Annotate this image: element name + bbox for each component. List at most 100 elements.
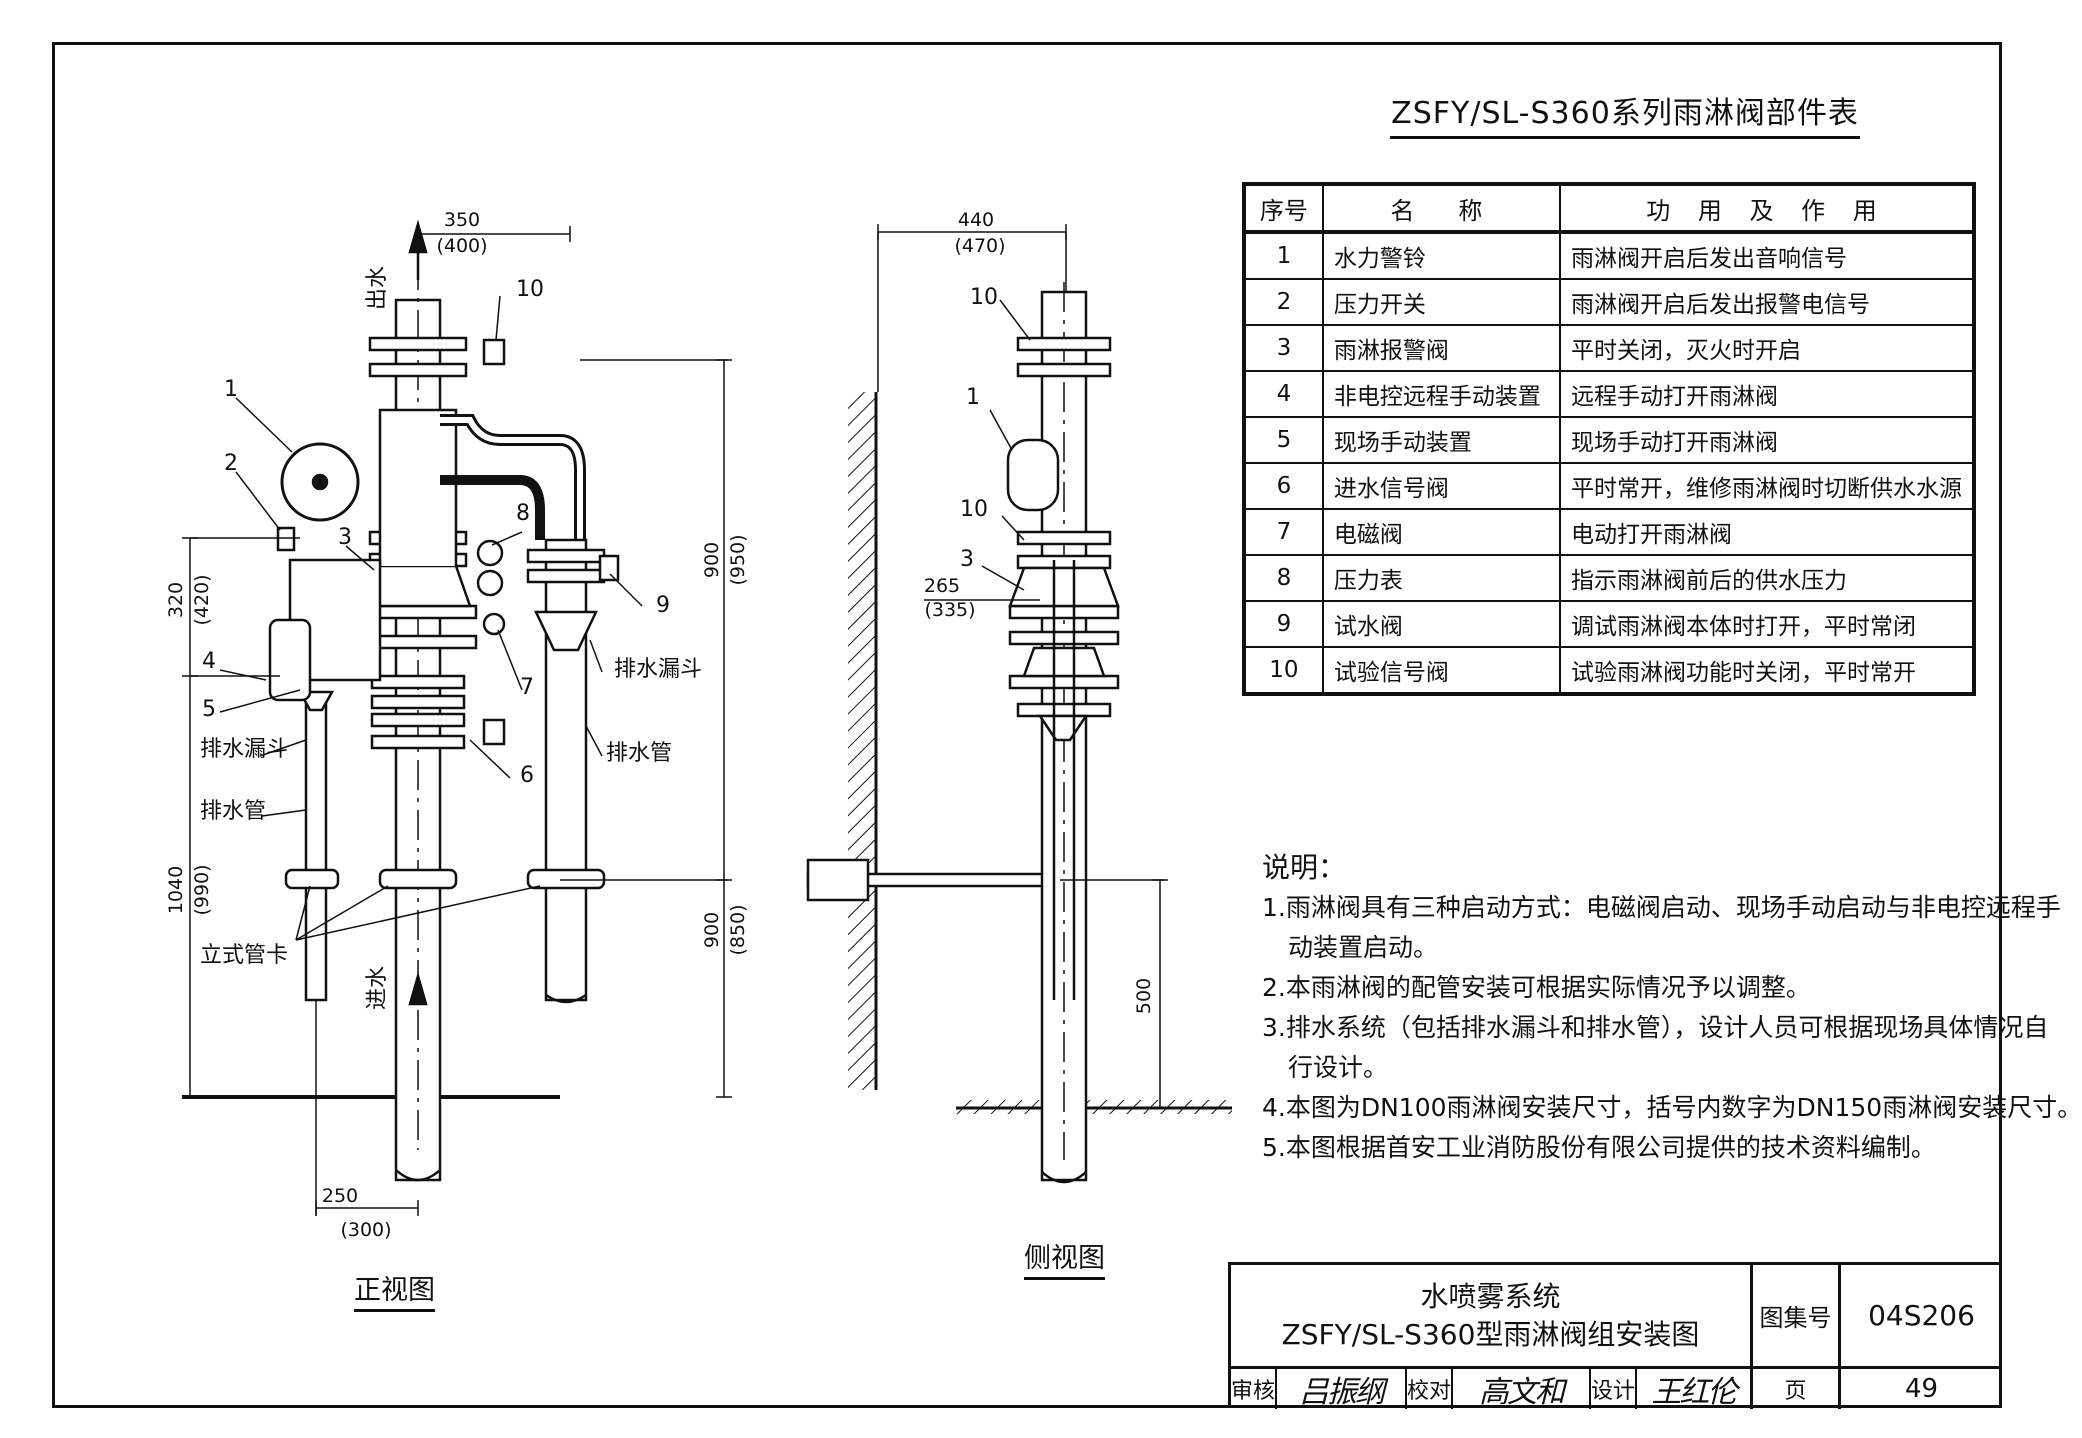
row-function: 指示雨淋阀前后的供水压力 <box>1559 554 1975 602</box>
dim-front-left-top: 320 <box>165 582 187 618</box>
title-block: 水喷雾系统 ZSFY/SL-S360型雨淋阀组安装图 图集号 04S206 审核… <box>1228 1262 2002 1410</box>
title-block-title: 水喷雾系统 ZSFY/SL-S360型雨淋阀组安装图 <box>1231 1265 1753 1369</box>
dim-front-left-bottom-alt: (990) <box>191 864 213 915</box>
callout-10: 10 <box>516 277 544 302</box>
side-callout-10a: 10 <box>970 285 998 310</box>
notes-heading: 说明： <box>1262 851 1347 884</box>
row-function: 试验雨淋阀功能时关闭，平时常开 <box>1559 646 1975 695</box>
row-function: 平时关闭，灭火时开启 <box>1559 324 1975 372</box>
side-dimension-labels: 440 (470) 265 (335) 500 <box>924 209 1155 1014</box>
notes-block: 说明： 1.雨淋阀具有三种启动方式：电磁阀启动、现场手动启动与非电控远程手 动装… <box>1262 848 2082 1168</box>
note-line: 5.本图根据首安工业消防股份有限公司提供的技术资料编制。 <box>1262 1133 1936 1162</box>
row-no: 9 <box>1243 600 1324 648</box>
dim-front-lower: 900 <box>701 912 723 948</box>
row-no: 2 <box>1243 278 1324 326</box>
callout-2: 2 <box>224 451 238 476</box>
drawing-frame <box>52 42 2002 1408</box>
row-name: 进水信号阀 <box>1321 462 1562 510</box>
callout-5: 5 <box>202 697 216 722</box>
check-label: 校对 <box>1407 1369 1453 1409</box>
side-view-graphics <box>806 224 1232 1184</box>
col-name: 名 称 <box>1321 182 1562 233</box>
atlas-label: 图集号 <box>1753 1265 1841 1369</box>
callout-1: 1 <box>224 377 238 402</box>
note-line: 动装置启动。 <box>1288 933 1439 962</box>
callout-6: 6 <box>520 763 534 788</box>
row-function: 现场手动打开雨淋阀 <box>1559 416 1975 464</box>
row-name: 电磁阀 <box>1321 508 1562 556</box>
dim-side-height: 500 <box>1133 978 1155 1014</box>
dim-front-bottom-alt: (300) <box>340 1219 391 1241</box>
pipe-clamp-label: 立式管卡 <box>200 943 288 968</box>
side-callout-3: 3 <box>960 547 974 572</box>
dim-front-top-alt: (400) <box>436 235 487 257</box>
front-view-graphics <box>182 219 732 1216</box>
front-callouts: 1 2 3 4 5 6 7 8 9 10 出水 进水 排水漏斗 排水管 排水漏斗… <box>200 266 702 1010</box>
front-dimension-labels: 350 (400) 250 (300) 900 (950) 900 (850) … <box>165 209 749 1241</box>
drawing-title: ZSFY/SL-S360型雨淋阀组安装图 <box>1281 1317 1700 1351</box>
dim-front-upper-alt: (950) <box>727 534 749 585</box>
side-callout-10b: 10 <box>960 497 988 522</box>
row-name: 现场手动装置 <box>1321 416 1562 464</box>
row-no: 4 <box>1243 370 1324 418</box>
row-name: 水力警铃 <box>1321 230 1562 280</box>
side-view-label: 侧视图 <box>1024 1236 1105 1280</box>
row-no: 10 <box>1243 646 1324 695</box>
note-line: 行设计。 <box>1288 1053 1389 1082</box>
side-callout-1: 1 <box>966 385 980 410</box>
dim-front-left-bottom: 1040 <box>165 866 187 914</box>
dim-side-offset: 265 <box>924 575 960 597</box>
row-function: 调试雨淋阀本体时打开，平时常闭 <box>1559 600 1975 648</box>
design-signature: 王红伦 <box>1637 1369 1753 1410</box>
row-name: 压力表 <box>1321 554 1562 602</box>
atlas-number: 04S206 <box>1841 1265 2002 1369</box>
dim-side-top-alt: (470) <box>954 235 1005 257</box>
row-function: 雨淋阀开启后发出报警电信号 <box>1559 278 1975 326</box>
drain-funnel-label-left: 排水漏斗 <box>200 737 288 762</box>
dim-front-left-top-alt: (420) <box>191 574 213 625</box>
col-no: 序号 <box>1243 182 1324 233</box>
callout-8: 8 <box>516 501 530 526</box>
drain-funnel-label-right: 排水漏斗 <box>614 657 702 682</box>
row-name: 试验信号阀 <box>1321 646 1562 695</box>
row-name: 雨淋报警阀 <box>1321 324 1562 372</box>
row-function: 电动打开雨淋阀 <box>1559 508 1975 556</box>
drain-pipe-label-left: 排水管 <box>200 799 266 824</box>
outlet-label: 出水 <box>365 266 390 310</box>
row-name: 非电控远程手动装置 <box>1321 370 1562 418</box>
dim-front-bottom: 250 <box>322 1185 358 1207</box>
row-no: 7 <box>1243 508 1324 556</box>
note-line: 4.本图为DN100雨淋阀安装尺寸，括号内数字为DN150雨淋阀安装尺寸。 <box>1262 1093 2082 1122</box>
note-line: 3.排水系统（包括排水漏斗和排水管），设计人员可根据现场具体情况自 <box>1262 1013 2049 1042</box>
note-line: 1.雨淋阀具有三种启动方式：电磁阀启动、现场手动启动与非电控远程手 <box>1262 893 2061 922</box>
review-label: 审核 <box>1231 1369 1277 1409</box>
parts-table-title: ZSFY/SL-S360系列雨淋阀部件表 <box>1390 88 1860 139</box>
page-label: 页 <box>1753 1369 1841 1409</box>
table-header-row: 序号 名 称 功 用 及 作 用 <box>1243 182 1975 233</box>
side-callouts: 10 1 10 3 <box>960 285 998 572</box>
callout-7: 7 <box>520 675 534 700</box>
page-number: 49 <box>1904 1374 1939 1404</box>
dim-side-top: 440 <box>958 209 994 231</box>
drain-pipe-label-right: 排水管 <box>606 741 672 766</box>
dim-side-offset-alt: (335) <box>924 599 975 621</box>
callout-3: 3 <box>338 525 352 550</box>
callout-4: 4 <box>202 649 216 674</box>
review-signature: 吕振纲 <box>1277 1369 1407 1410</box>
row-function: 远程手动打开雨淋阀 <box>1559 370 1975 418</box>
row-function: 雨淋阀开启后发出音响信号 <box>1559 230 1975 280</box>
callout-9: 9 <box>656 593 670 618</box>
note-line: 2.本雨淋阀的配管安装可根据实际情况予以调整。 <box>1262 973 1811 1002</box>
inlet-label: 进水 <box>365 966 390 1010</box>
